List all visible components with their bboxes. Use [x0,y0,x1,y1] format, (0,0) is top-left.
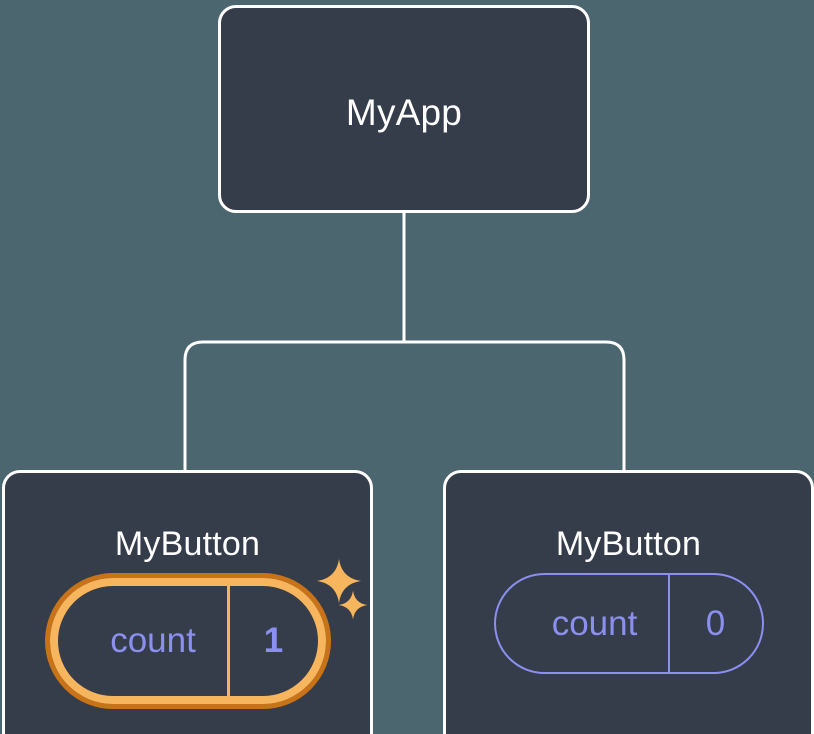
state-pill-plain[interactable]: count 0 [493,573,764,674]
connector-branch-right [404,340,626,470]
state-key: count [58,586,230,696]
node-myapp[interactable]: MyApp [218,5,590,213]
state-pill-highlighted[interactable]: count 1 [44,573,331,709]
state-value: 1 [263,621,284,660]
node-myapp-title: MyApp [345,92,463,133]
state-pill-wrap-left: count 1 [5,573,370,709]
state-pill-wrap-right: count 0 [446,573,811,674]
state-value: 0 [705,603,726,643]
state-pill-inner: count 1 [49,578,326,704]
state-key: count [496,575,670,672]
node-mybutton-left[interactable]: MyButton count 1 [2,470,373,734]
node-mybutton-left-title: MyButton [114,525,261,563]
node-mybutton-right[interactable]: MyButton count 0 [443,470,814,734]
connector-branch-left [183,340,404,470]
node-mybutton-right-title: MyButton [555,525,702,563]
